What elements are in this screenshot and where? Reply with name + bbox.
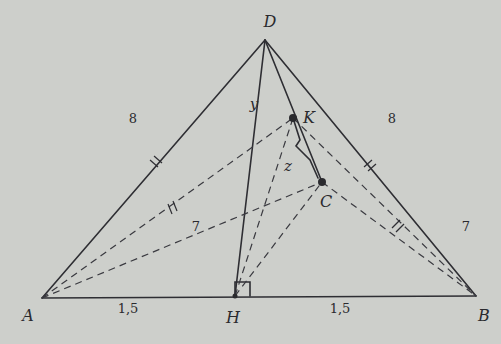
variable-label: y	[250, 97, 258, 112]
tick-mark	[173, 201, 177, 211]
edge-da	[42, 40, 265, 298]
point-h	[233, 294, 238, 299]
height-dh	[235, 40, 265, 296]
tick-mark	[364, 160, 372, 167]
vertex-label: K	[303, 110, 315, 126]
tick-mark	[150, 160, 158, 167]
dashed-ak	[42, 118, 293, 298]
tick-mark	[368, 164, 376, 171]
length-label: 7	[462, 220, 470, 233]
length-label: 1,5	[330, 302, 351, 315]
vertex-label: B	[478, 308, 490, 324]
point-k	[289, 114, 297, 122]
segment-kc	[293, 118, 318, 178]
dashed-ac	[42, 182, 322, 298]
tick-mark	[392, 220, 400, 228]
dashed-kb	[293, 118, 476, 296]
tick-mark	[168, 204, 172, 214]
vertex-label: C	[320, 194, 332, 210]
edge-db	[265, 40, 476, 296]
tick-mark	[396, 224, 404, 232]
dashed-cb	[322, 182, 476, 296]
length-label: 7	[192, 220, 200, 233]
dashed-hc	[235, 182, 322, 296]
segment-dc	[265, 40, 322, 182]
length-label: 1,5	[118, 302, 139, 315]
length-label: 8	[129, 112, 137, 125]
edge-ab	[42, 296, 476, 298]
dashed-hk	[235, 118, 293, 296]
point-c	[318, 178, 326, 186]
tick-mark	[154, 156, 162, 163]
vertex-label: A	[22, 308, 34, 324]
vertex-label: H	[226, 310, 240, 326]
vertex-label: D	[264, 14, 277, 30]
length-label: 8	[388, 112, 396, 125]
variable-label: z	[284, 159, 292, 174]
